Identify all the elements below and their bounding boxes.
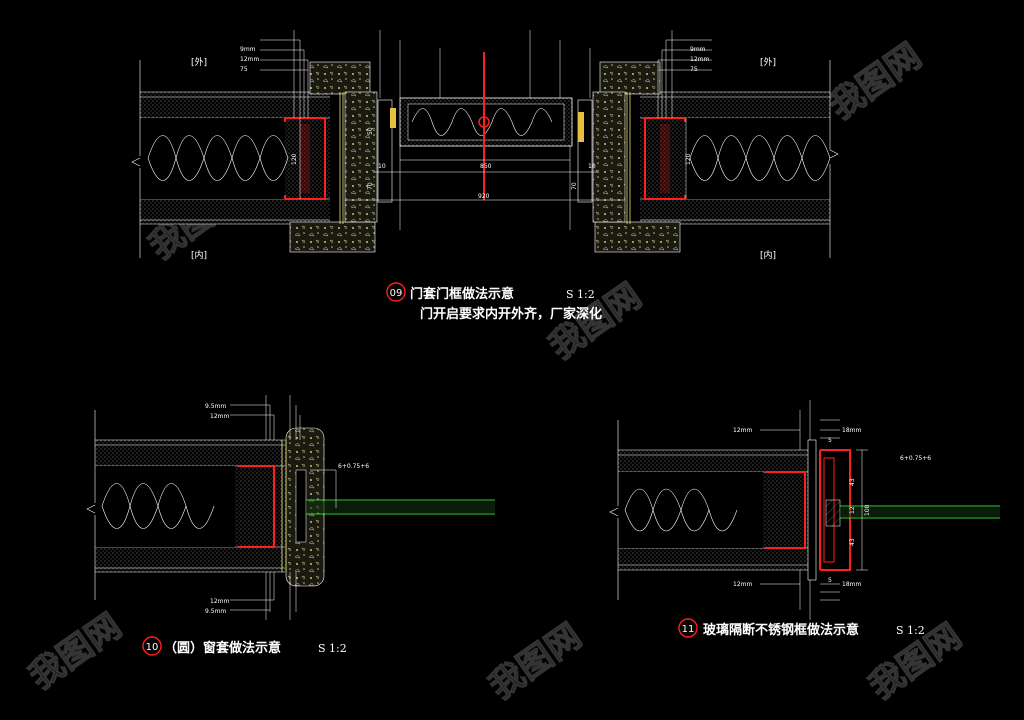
detail-10-title-block: 10 （圆）窗套做法示意 S 1:2	[142, 636, 347, 656]
dim-5-top: 5	[828, 437, 832, 444]
inside-label-left: [内]	[191, 249, 207, 261]
door-casing-left	[289, 61, 396, 253]
dim-120-right: 120	[685, 153, 692, 165]
dim-12: 12	[849, 506, 856, 514]
layer-label-left-2: 12mm	[240, 56, 259, 63]
layer-label-bottom-2: 9.5mm	[205, 608, 226, 615]
dim-850: 850	[480, 163, 492, 170]
layer-label-top-2: 12mm	[210, 413, 229, 420]
dim-920: 920	[478, 193, 490, 200]
layer-label-bottom-1: 12mm	[210, 598, 229, 605]
detail-number-circle	[386, 282, 406, 302]
dim-70-left: 70	[367, 182, 374, 190]
leader-lines-10	[230, 395, 301, 620]
layer-label-left-3: 75	[240, 66, 248, 73]
dim-100: 100	[864, 504, 871, 516]
layer-label-top: 12mm	[733, 427, 752, 434]
detail-subtitle: 门开启要求内开外齐，厂家深化	[420, 306, 602, 322]
layer-label-left-1: 9mm	[240, 46, 256, 53]
detail-number: 11	[682, 624, 695, 635]
layer-label-right-2: 12mm	[690, 56, 709, 63]
glass-spec-label: 6+0.75+6	[900, 455, 931, 462]
detail-scale: S 1:2	[318, 642, 347, 655]
outside-label-left: [外]	[191, 56, 207, 68]
detail-title: （圆）窗套做法示意	[164, 640, 281, 656]
detail-09-door-frame: [外] [外] [内] [内] 9mm 12mm 75 9mm 12mm 75 …	[131, 30, 839, 322]
detail-11-title-block: 11 玻璃隔断不锈钢框做法示意 S 1:2	[678, 618, 925, 638]
detail-number-circle	[142, 636, 162, 656]
detail-11-glass-partition: 12mm 12mm 18mm 18mm 6+0.75+6 5 5 100 12 …	[609, 400, 1000, 638]
detail-title: 玻璃隔断不锈钢框做法示意	[703, 622, 859, 638]
left-wall-section	[131, 60, 330, 258]
layer-label-right-3: 75	[690, 66, 698, 73]
detail-title: 门套门框做法示意	[410, 286, 514, 302]
dim-10-right: 10	[588, 163, 596, 170]
door-leaf	[399, 52, 573, 200]
detail-scale: S 1:2	[896, 624, 925, 637]
dim-10-left: 10	[378, 163, 386, 170]
leader-lines	[260, 30, 712, 118]
dimension-lines	[299, 118, 687, 230]
svg-text:我图网: 我图网	[822, 36, 928, 127]
door-casing-right	[577, 61, 681, 253]
layer-label-top-1: 9.5mm	[205, 403, 226, 410]
dim-50: 50	[367, 127, 374, 135]
inside-label-right: [内]	[760, 249, 776, 261]
dim-120-left: 120	[291, 153, 298, 165]
right-wall-section	[640, 60, 839, 258]
detail-scale: S 1:2	[566, 288, 595, 301]
svg-text:我图网: 我图网	[482, 616, 588, 707]
detail-number: 09	[390, 288, 403, 299]
svg-text:我图网: 我图网	[22, 606, 128, 697]
glass-spec-label: 6+0.75+6	[338, 463, 369, 470]
dim-43-bottom: 43	[849, 538, 856, 546]
steel-label-top: 18mm	[842, 427, 861, 434]
layer-label-right-1: 9mm	[690, 46, 706, 53]
detail-number-circle	[678, 618, 698, 638]
steel-label-bottom: 18mm	[842, 581, 861, 588]
leader-lines-11	[760, 400, 840, 620]
dim-43-top: 43	[849, 478, 856, 486]
dim-70-right: 70	[571, 182, 578, 190]
detail-09-title-block: 09 门套门框做法示意 S 1:2 门开启要求内开外齐，厂家深化	[386, 282, 602, 322]
dim-5-bottom: 5	[828, 577, 832, 584]
layer-label-bottom: 12mm	[733, 581, 752, 588]
detail-number: 10	[146, 642, 159, 653]
detail-10-window-casing: 9.5mm 12mm 12mm 9.5mm 6+0.75+6 10 （圆）窗套做…	[86, 395, 495, 656]
outside-label-right: [外]	[760, 56, 776, 68]
